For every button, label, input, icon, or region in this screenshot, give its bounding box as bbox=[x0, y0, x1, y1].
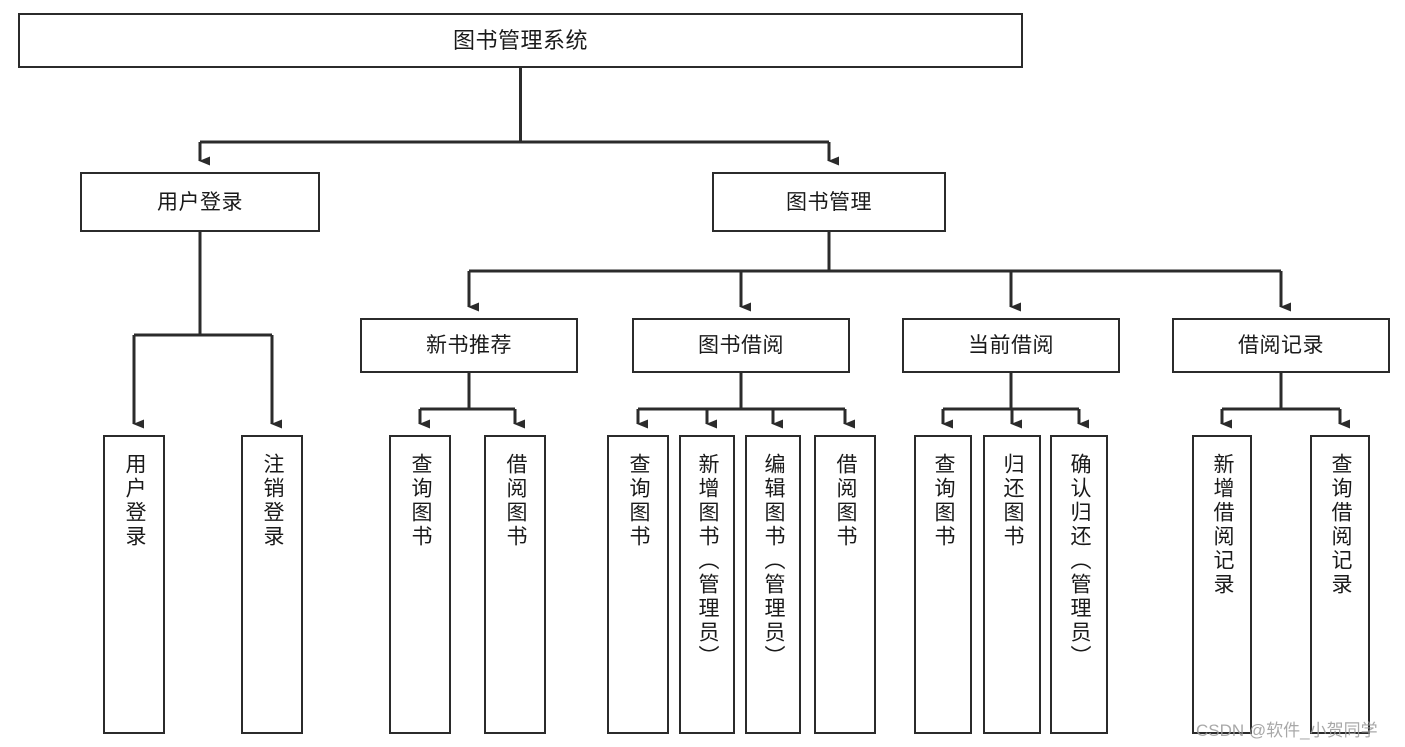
node-leaf-return-book[interactable]: 归还图书 bbox=[983, 435, 1041, 734]
node-book-borrow-label: 图书借阅 bbox=[698, 334, 784, 357]
node-borrow-record[interactable]: 借阅记录 bbox=[1172, 318, 1390, 373]
node-leaf-query-record[interactable]: 查询借阅记录 bbox=[1310, 435, 1370, 734]
node-leaf-edit-book-label: 编辑图书（管理员） bbox=[762, 453, 786, 669]
node-root-label: 图书管理系统 bbox=[452, 27, 588, 53]
node-leaf-add-book[interactable]: 新增图书（管理员） bbox=[679, 435, 735, 734]
node-leaf-borrow-book-1[interactable]: 借阅图书 bbox=[484, 435, 546, 734]
node-book-borrow[interactable]: 图书借阅 bbox=[632, 318, 850, 373]
node-book-manage-label: 图书管理 bbox=[786, 190, 872, 214]
node-leaf-confirm-return[interactable]: 确认归还（管理员） bbox=[1050, 435, 1108, 734]
node-current-borrow[interactable]: 当前借阅 bbox=[902, 318, 1120, 373]
node-user-login-label: 用户登录 bbox=[157, 190, 243, 214]
node-leaf-logout[interactable]: 注销登录 bbox=[241, 435, 303, 734]
node-leaf-query-book-1-label: 查询图书 bbox=[409, 453, 433, 549]
node-current-borrow-label: 当前借阅 bbox=[968, 334, 1054, 357]
node-book-manage[interactable]: 图书管理 bbox=[712, 172, 946, 232]
node-borrow-record-label: 借阅记录 bbox=[1238, 334, 1324, 357]
node-leaf-query-book-2-label: 查询图书 bbox=[627, 453, 651, 549]
node-user-login[interactable]: 用户登录 bbox=[80, 172, 320, 232]
node-leaf-edit-book[interactable]: 编辑图书（管理员） bbox=[745, 435, 801, 734]
node-leaf-query-record-label: 查询借阅记录 bbox=[1329, 453, 1353, 597]
node-leaf-query-book-2[interactable]: 查询图书 bbox=[607, 435, 669, 734]
node-new-book-rec[interactable]: 新书推荐 bbox=[360, 318, 578, 373]
node-root[interactable]: 图书管理系统 bbox=[18, 13, 1023, 68]
node-leaf-borrow-book-2-label: 借阅图书 bbox=[834, 453, 858, 549]
node-leaf-add-record[interactable]: 新增借阅记录 bbox=[1192, 435, 1252, 734]
node-leaf-query-book-3-label: 查询图书 bbox=[932, 453, 956, 549]
node-leaf-add-record-label: 新增借阅记录 bbox=[1211, 453, 1235, 597]
node-leaf-borrow-book-1-label: 借阅图书 bbox=[504, 453, 528, 549]
node-new-book-rec-label: 新书推荐 bbox=[426, 334, 512, 357]
node-leaf-borrow-book-2[interactable]: 借阅图书 bbox=[814, 435, 876, 734]
node-leaf-logout-label: 注销登录 bbox=[261, 453, 285, 549]
node-leaf-query-book-3[interactable]: 查询图书 bbox=[914, 435, 972, 734]
node-leaf-return-book-label: 归还图书 bbox=[1001, 453, 1025, 549]
node-leaf-user-login[interactable]: 用户登录 bbox=[103, 435, 165, 734]
node-leaf-query-book-1[interactable]: 查询图书 bbox=[389, 435, 451, 734]
node-leaf-add-book-label: 新增图书（管理员） bbox=[696, 453, 720, 669]
node-leaf-confirm-return-label: 确认归还（管理员） bbox=[1068, 453, 1092, 669]
node-leaf-user-login-label: 用户登录 bbox=[123, 453, 147, 549]
